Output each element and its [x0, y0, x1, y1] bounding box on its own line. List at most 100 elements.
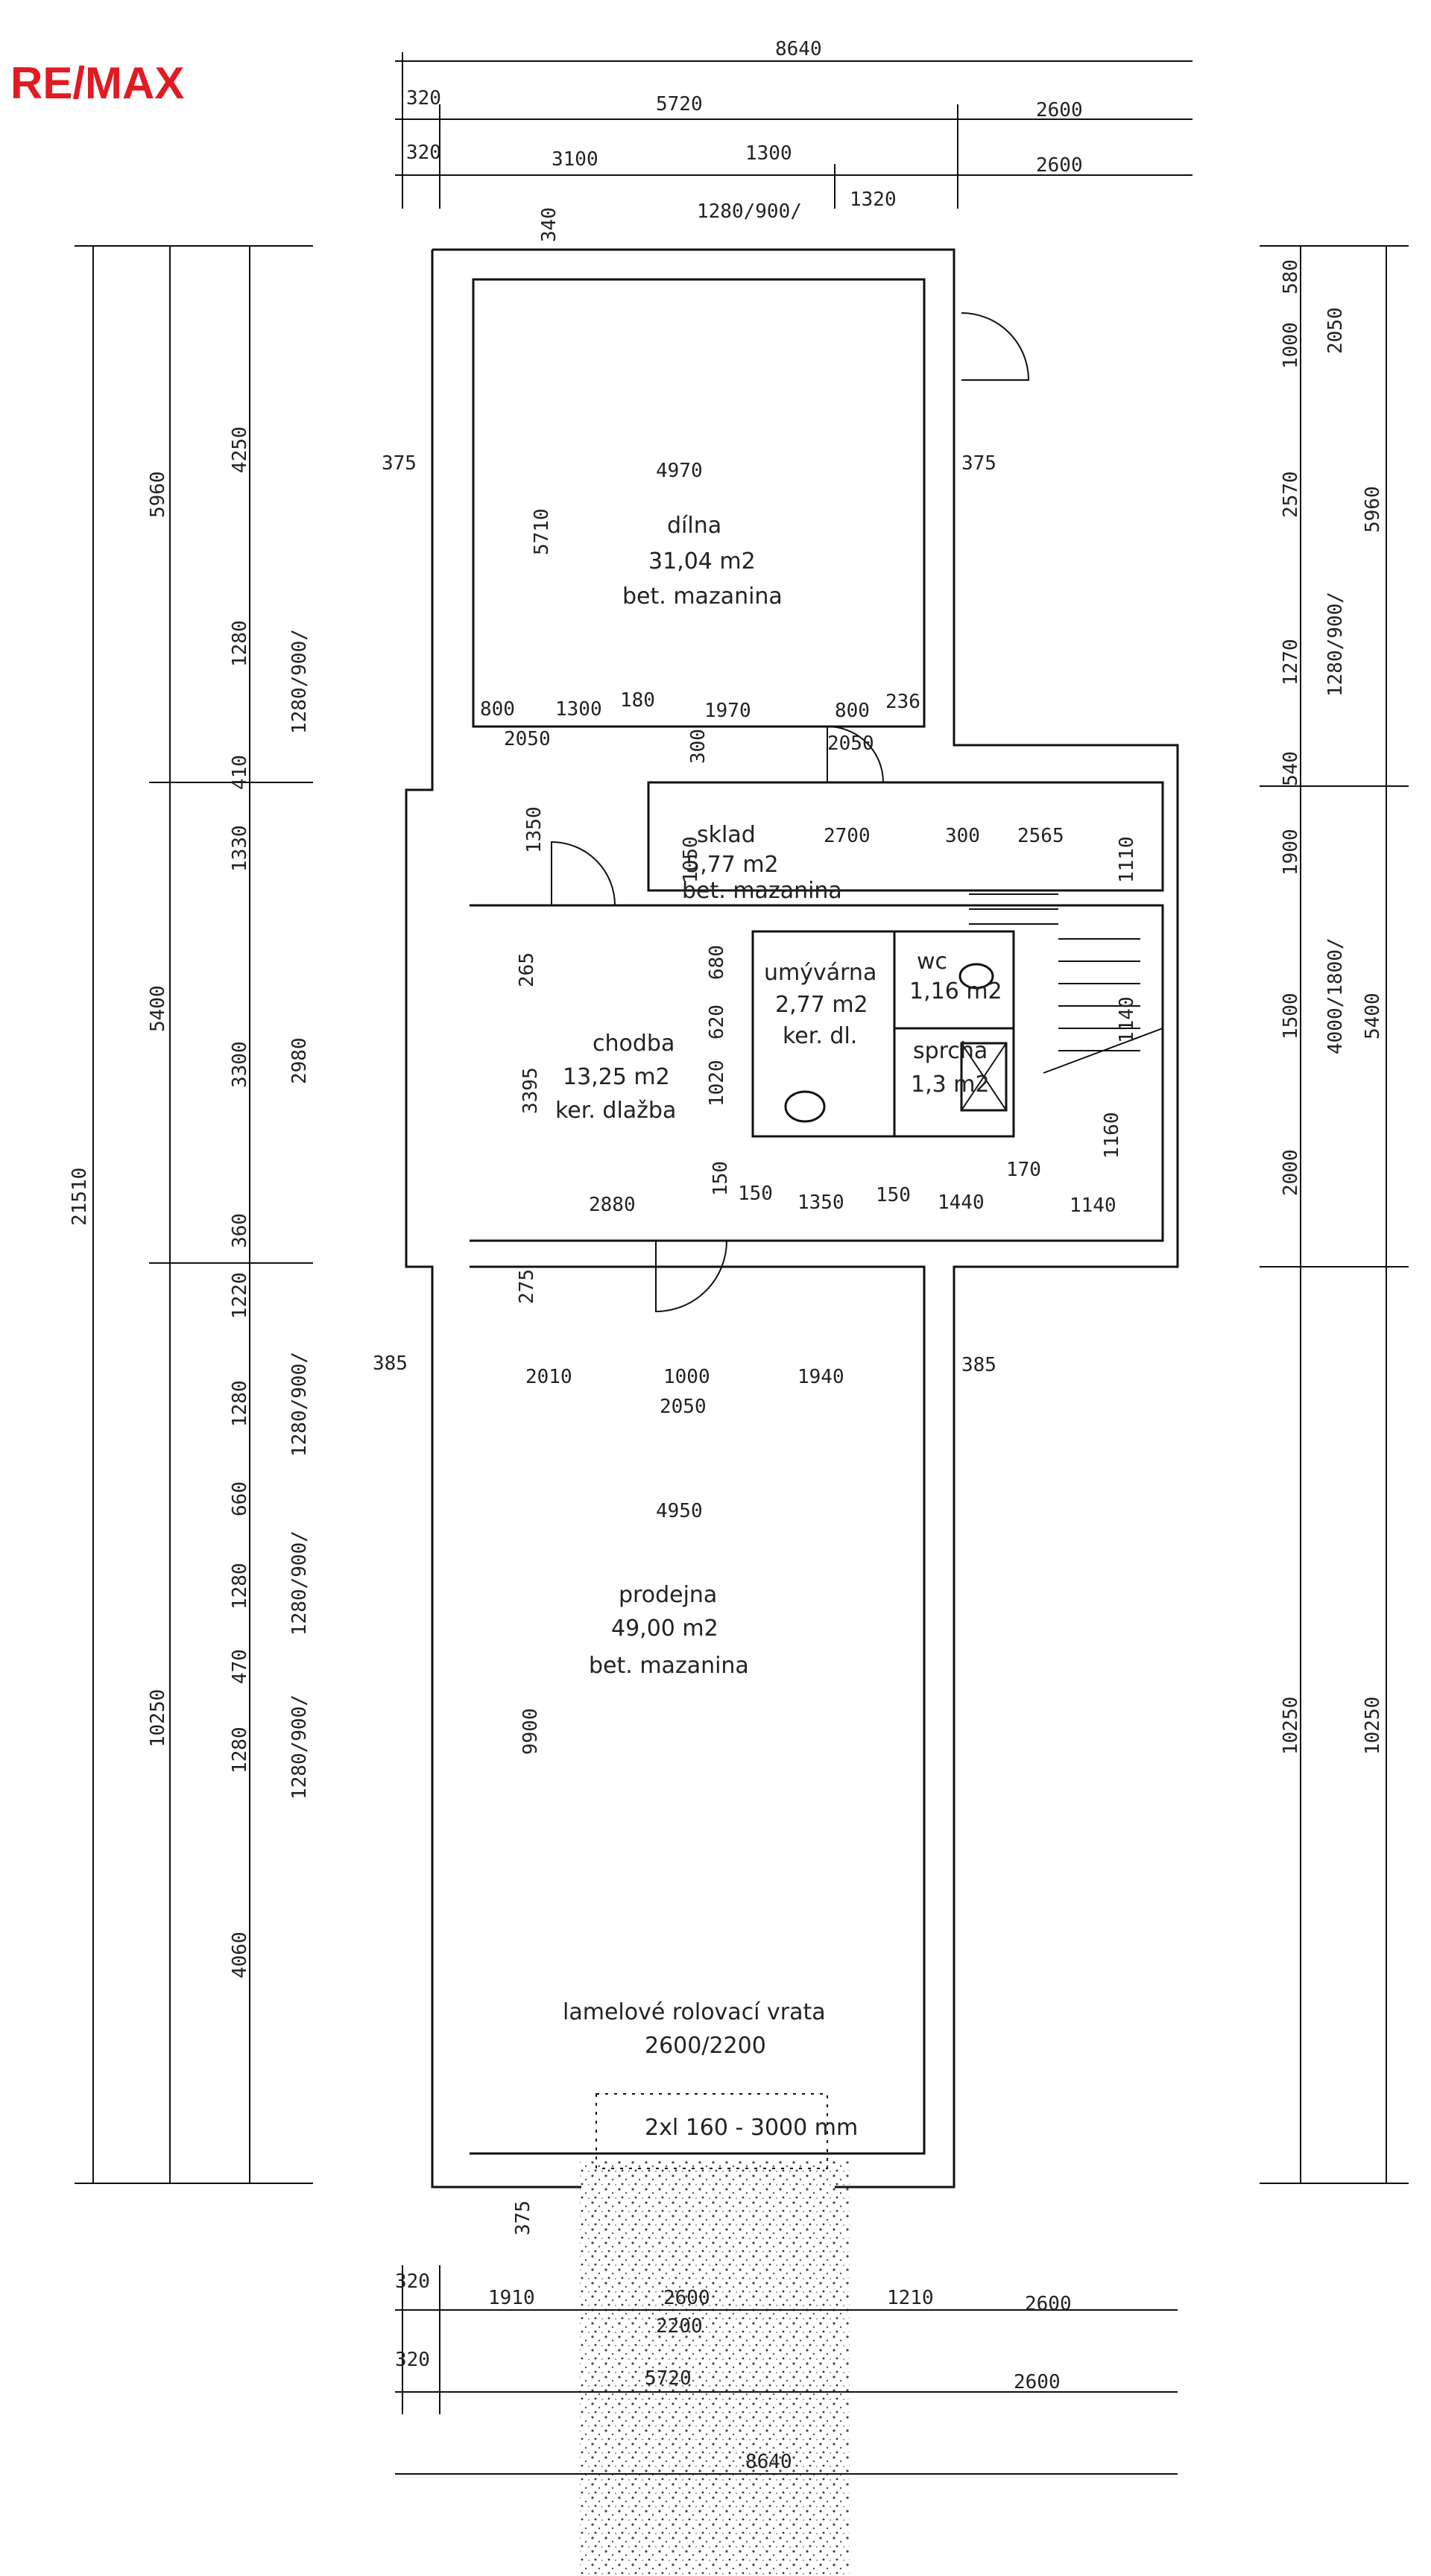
dim-620: 620	[706, 1004, 728, 1039]
dim-left-total: 21510	[69, 1168, 91, 1226]
dim-left-660: 660	[229, 1481, 251, 1516]
bottom-dimensions: 320 1910 2600 1210 2600 2200 320 5720 26…	[395, 2200, 1072, 2473]
room-area-sklad: 5,77 m2	[686, 852, 779, 878]
dim-150-c: 150	[876, 1184, 911, 1206]
dim-1300-inner: 1300	[555, 698, 602, 721]
dim-left-1280-a: 1280	[229, 620, 251, 667]
dim-150-b: 150	[738, 1183, 773, 1205]
dim-800-b: 800	[835, 700, 870, 722]
dim-8640-bottom: 8640	[745, 2451, 792, 2473]
dim-left-5960: 5960	[147, 471, 169, 518]
wc-fixture	[958, 963, 994, 990]
gate-note: lamelové rolovací vrata	[563, 1999, 826, 2025]
gravel-apron	[580, 2161, 850, 2575]
top-dimensions: 8640 320 5720 2600 320 3100 1300 2600 12…	[406, 38, 1083, 242]
dim-left-window-d: 1280/900/	[288, 1694, 311, 1800]
remax-logo: RE/MAX	[10, 58, 184, 108]
dim-left-1280-d: 1280	[229, 1727, 251, 1773]
dim-5720-top: 5720	[656, 93, 703, 115]
dim-1910: 1910	[488, 2287, 535, 2309]
dim-total-top: 8640	[775, 38, 822, 60]
dim-300: 300	[687, 729, 710, 764]
dim-window-top: 1280/900/	[697, 200, 802, 223]
dim-right-10250-a: 10250	[1280, 1697, 1302, 1755]
dim-right-2570: 2570	[1280, 471, 1302, 518]
dim-right-1900: 1900	[1280, 829, 1302, 876]
dim-2010: 2010	[525, 1366, 572, 1388]
dim-1020: 1020	[706, 1060, 728, 1107]
dim-3100: 3100	[552, 148, 598, 171]
staircase	[969, 893, 1163, 1074]
dim-right-10250-b: 10250	[1362, 1697, 1384, 1755]
dim-2600-b: 2600	[1036, 154, 1083, 177]
dim-265: 265	[516, 952, 538, 987]
dim-right-window: 1280/900/	[1324, 592, 1347, 697]
plan-lines	[75, 52, 1409, 2575]
dim-1440-c: 1440	[938, 1192, 985, 1214]
dim-left-10250: 10250	[147, 1689, 169, 1747]
dim-left-1280-c: 1280	[229, 1563, 251, 1610]
dim-236: 236	[885, 691, 920, 713]
room-area-umyvarna: 2,77 m2	[775, 992, 868, 1018]
dim-left-window-c: 1280/900/	[288, 1531, 311, 1636]
room-area-prodejna: 49,00 m2	[611, 1615, 718, 1642]
dim-375-left: 375	[382, 452, 417, 475]
dim-4970: 4970	[656, 460, 703, 482]
dim-2050-b: 2050	[827, 732, 874, 755]
dim-320-b: 320	[406, 142, 441, 164]
right-dimensions: 580 1000 2050 2570 5960 1270 1280/900/ 5…	[1280, 259, 1384, 1755]
dim-1000: 1000	[663, 1366, 710, 1388]
dim-left-3300: 3300	[229, 1041, 251, 1088]
room-area-dilna: 31,04 m2	[648, 548, 756, 575]
sink-fixture	[784, 1090, 826, 1123]
dim-320-a: 320	[406, 87, 441, 110]
room-area-wc: 1,16 m2	[909, 978, 1002, 1004]
dim-320-bottom-a: 320	[395, 2270, 430, 2293]
room-labels: dílna 31,04 m2 bet. mazanina sklad 5,77 …	[555, 513, 1002, 2141]
dim-150-a: 150	[710, 1161, 732, 1196]
dim-2600-bottom-a: 2600	[663, 2287, 710, 2309]
dim-1050: 1050	[680, 836, 702, 883]
dim-375-right: 375	[961, 452, 996, 475]
room-floor-prodejna: bet. mazanina	[589, 1653, 749, 1679]
dim-left-window-b: 1280/900/	[288, 1352, 311, 1457]
dim-left-4060: 4060	[229, 1931, 251, 1978]
left-dimensions: 21510 5960 5400 10250 4250 1280 410 1330…	[69, 426, 311, 1978]
dim-right-4000: 4000/1800/	[1324, 937, 1347, 1054]
dim-right-5400: 5400	[1362, 993, 1384, 1039]
dim-2600-bottom-b: 2600	[1025, 2293, 1072, 2315]
dim-1210: 1210	[887, 2287, 934, 2309]
dim-680: 680	[706, 945, 728, 980]
dim-left-1280-b: 1280	[229, 1380, 251, 1427]
gate-size: 2600/2200	[645, 2033, 766, 2059]
logo-text: RE/MAX	[10, 58, 184, 108]
dim-2600-bottom-c: 2600	[1014, 2371, 1061, 2393]
room-area-chodba: 13,25 m2	[563, 1064, 670, 1090]
dim-1160: 1160	[1101, 1112, 1123, 1159]
dim-left-1220: 1220	[229, 1272, 251, 1319]
room-name-wc: wc	[917, 949, 947, 975]
dim-right-580: 580	[1280, 259, 1302, 294]
dim-320-bottom-b: 320	[395, 2349, 430, 2371]
inner-dimensions: 375 375 4970 5710 800 1300 180 1970 800 …	[373, 452, 1138, 1755]
room-name-prodejna: prodejna	[619, 1582, 717, 1608]
dim-left-window-a: 1280/900/	[288, 629, 311, 734]
dim-375-bottom: 375	[512, 2200, 534, 2235]
dim-300-sklad: 300	[945, 825, 980, 847]
dim-180: 180	[620, 689, 655, 712]
dim-1970: 1970	[704, 700, 751, 722]
dim-5720-bottom: 5720	[645, 2367, 692, 2390]
room-name-sprcha: sprcha	[913, 1038, 988, 1064]
dim-800: 800	[480, 698, 515, 721]
room-name-umyvarna: umývárna	[764, 960, 876, 986]
dim-2050-a: 2050	[504, 728, 551, 750]
dim-right-1270: 1270	[1280, 639, 1302, 686]
room-floor-chodba: ker. dlažba	[555, 1098, 676, 1124]
gate-opening	[596, 2093, 828, 2169]
room-floor-sklad: bet. mazanina	[682, 878, 842, 904]
dim-1300-top: 1300	[745, 142, 792, 165]
dim-1140: 1140	[1070, 1194, 1116, 1217]
dim-1110: 1110	[1116, 836, 1138, 883]
dim-1350-c: 1350	[797, 1192, 844, 1214]
